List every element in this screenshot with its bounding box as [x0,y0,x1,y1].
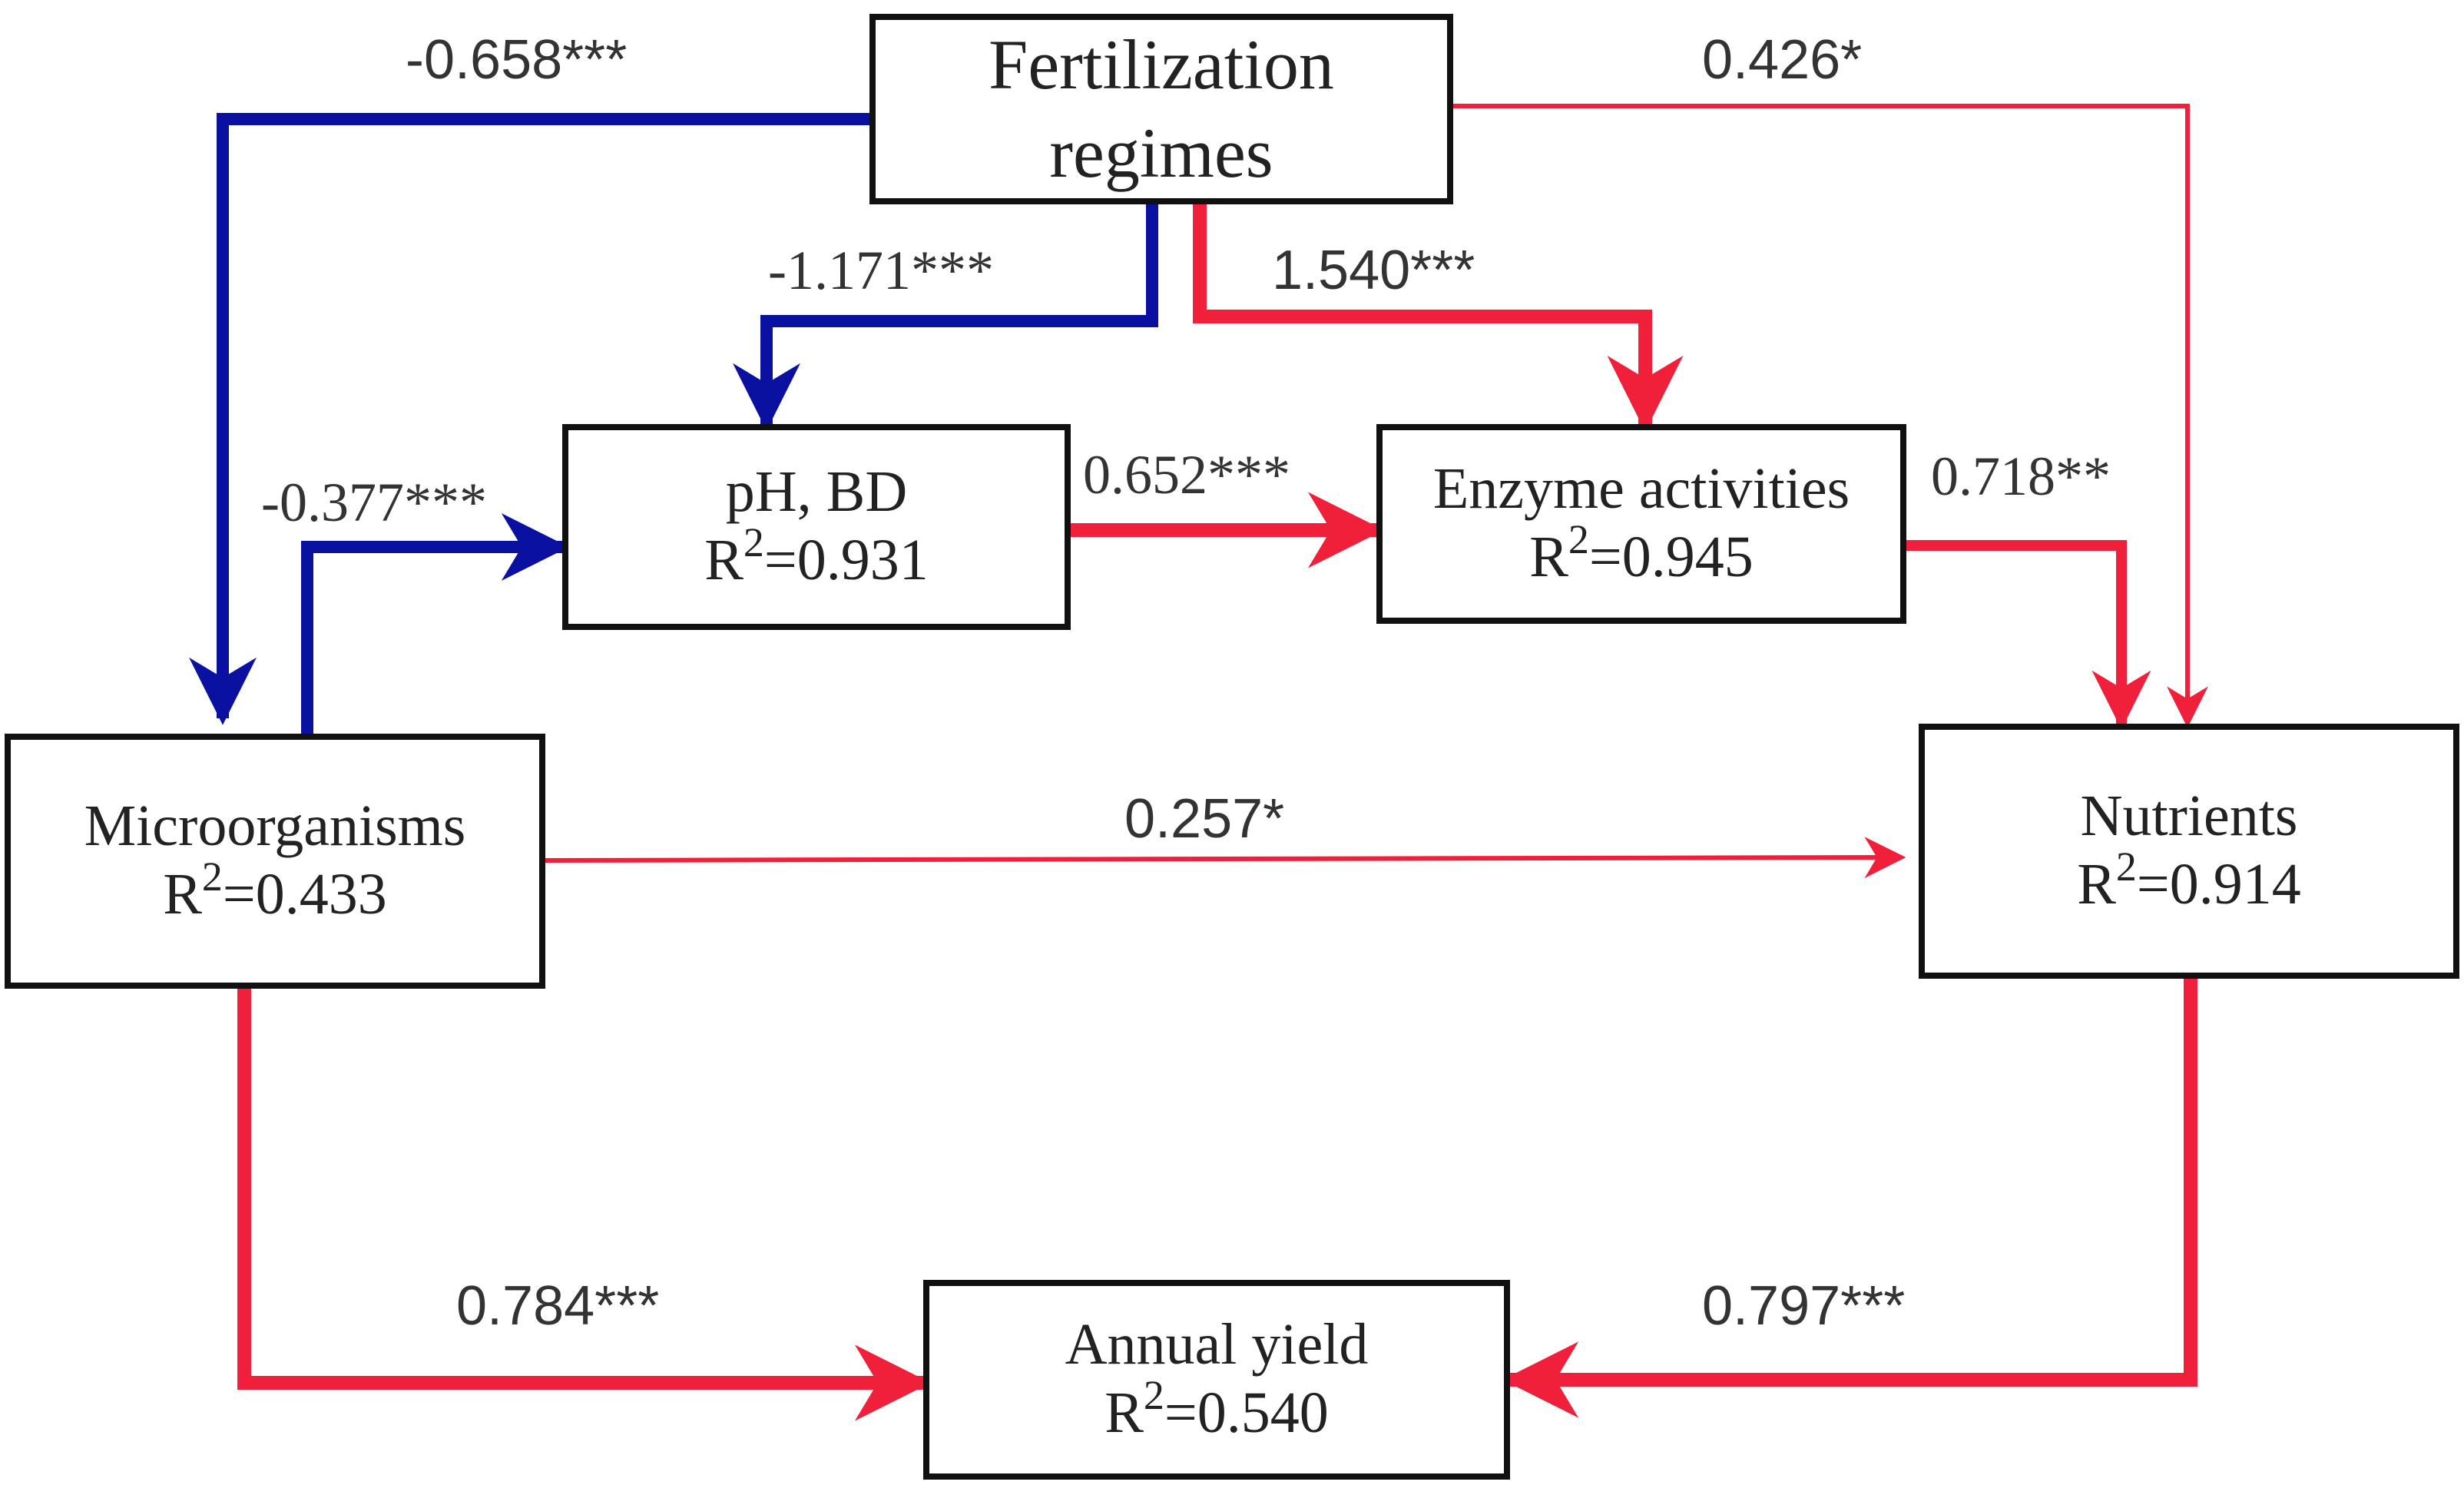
arrow-fert-to-nutr [1452,104,2208,728]
arrow-enz-to-nutr [1903,540,2151,730]
arrow-micro-to-nutr [543,837,1906,879]
node-annual-yield: Annual yield R2=0.540 [923,1280,1510,1480]
node-ph-bd-r2: R2=0.931 [704,519,929,593]
arrow-fert-to-micro [189,113,869,725]
node-fertilization-line2: regimes [1049,114,1273,192]
coef-fert-to-nutr: 0.426* [1702,29,1863,91]
node-fertilization-line1: Fertilization [989,25,1334,104]
coef-enz-to-nutr: 0.718** [1931,446,2111,507]
coef-fert-to-enz: 1.540*** [1272,240,1475,301]
coef-fert-to-ph: -1.171*** [768,240,994,301]
node-microorganisms-r2: R2=0.433 [163,854,387,927]
node-microorganisms-label: Microorganisms [84,793,466,858]
arrow-nutr-to-yield [1502,979,2197,1418]
node-nutrients-label: Nutrients [2080,783,2298,848]
node-ph-bd: pH, BD R2=0.931 [562,424,1071,630]
node-enzyme-activities: Enzyme activities R2=0.945 [1376,424,1906,624]
coef-micro-to-ph: -0.377*** [261,472,487,533]
node-microorganisms: Microorganisms R2=0.433 [5,734,545,989]
node-nutrients: Nutrients R2=0.914 [1919,724,2459,979]
node-nutrients-r2: R2=0.914 [2077,844,2301,917]
node-annual-yield-r2: R2=0.540 [1104,1372,1329,1446]
arrow-micro-to-yield [237,988,931,1421]
arrow-fert-to-enz [1193,203,1684,432]
node-annual-yield-label: Annual yield [1065,1311,1369,1377]
coef-micro-to-yield: 0.784*** [456,1275,660,1337]
node-enzyme-r2: R2=0.945 [1529,516,1754,590]
coef-ph-to-enz: 0.652*** [1083,444,1290,505]
node-ph-bd-label: pH, BD [725,459,908,524]
coef-nutr-to-yield: 0.797*** [1702,1275,1906,1337]
arrow-micro-to-ph [301,513,569,734]
arrow-fert-to-ph [733,203,1158,431]
coef-fert-to-micro: -0.658*** [406,29,628,91]
node-fertilization-regimes: Fertilization regimes [869,14,1453,204]
coef-micro-to-nutr: 0.257* [1124,788,1285,850]
node-enzyme-label: Enzyme activities [1432,456,1850,521]
